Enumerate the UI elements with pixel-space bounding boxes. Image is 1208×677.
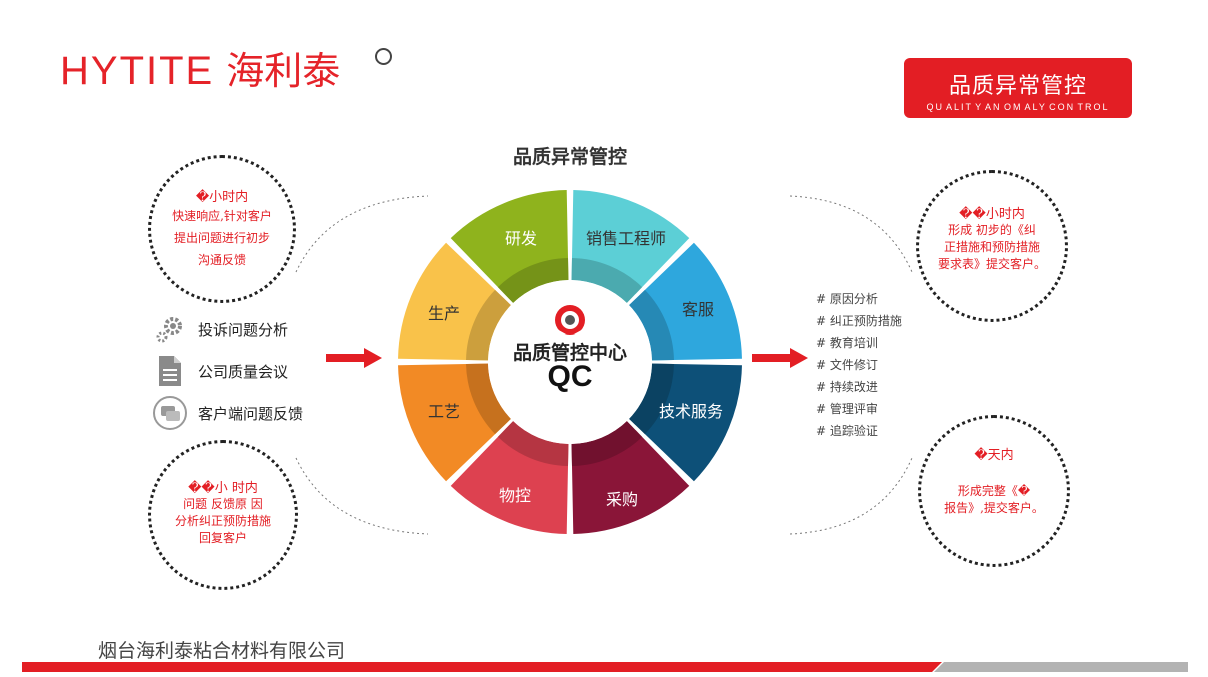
- center-code: QC: [547, 360, 593, 393]
- gears-icon: [152, 311, 188, 347]
- wheel-inner-band: [466, 289, 511, 361]
- arrow-right-icon: [752, 348, 808, 368]
- segment-label-process: 工艺: [427, 402, 461, 421]
- segment-label-tech-service: 技术服务: [658, 402, 724, 421]
- segment-label-material-control: 物控: [498, 486, 532, 505]
- input-sources: 投诉问题分析 公司质量会议 客户端问题反馈: [152, 308, 303, 434]
- left-bottom-note: ��小 时内 问题 反馈原 因 分析纠正预防措施 回复客户: [148, 440, 298, 590]
- logo-chinese-text: 海利泰: [226, 49, 341, 93]
- note-line: 分析纠正预防措施: [174, 514, 271, 528]
- chat-icon: [152, 395, 188, 431]
- right-top-note: ��小时内 形成 初步的《纠 正措施和预防措施 要求表》提交客户。: [916, 170, 1068, 322]
- note-line: 回复客户: [198, 531, 247, 545]
- note-line: 形成 初步的《纠: [948, 223, 1036, 237]
- footer-bar: [22, 662, 1188, 672]
- input-source-item: 公司质量会议: [152, 350, 303, 392]
- input-source-label: 公司质量会议: [198, 362, 289, 381]
- segment-label-purchasing: 采购: [605, 490, 639, 509]
- corrective-steps: # 原因分析 # 纠正预防措施 # 教育培训 # 文件修订 # 持续改进 # 管…: [816, 288, 902, 442]
- arrow-right-icon: [326, 348, 382, 368]
- step-item: # 纠正预防措施: [816, 314, 902, 328]
- note-line: 快速响应,针对客户: [172, 209, 272, 223]
- step-item: # 持续改进: [816, 380, 878, 394]
- quality-wheel: [398, 190, 742, 534]
- company-logo: HYTITE 海利泰: [60, 40, 340, 95]
- segment-label-production: 生产: [427, 304, 461, 323]
- logo-mark-icon: [375, 48, 392, 65]
- note-heading: �天内: [974, 448, 1014, 463]
- note-line: 提出问题进行初步: [173, 231, 270, 245]
- logo-latin-text: HYTITE: [60, 49, 215, 93]
- note-line: 正措施和预防措施: [943, 240, 1040, 254]
- note-line: 沟通反馈: [197, 253, 246, 267]
- wheel-inner-band: [497, 421, 569, 466]
- qc-target-icon: [555, 305, 585, 335]
- wheel-inner-band: [629, 289, 674, 361]
- note-heading: �小时内: [195, 190, 249, 205]
- segment-label-customer-service: 客服: [681, 300, 715, 319]
- segment-label-rd: 研发: [504, 229, 538, 248]
- wheel-inner-band: [571, 421, 643, 466]
- step-item: # 文件修订: [816, 358, 878, 372]
- wheel-inner-band: [466, 363, 511, 435]
- note-line: 报告》,提交客户。: [944, 501, 1044, 515]
- wheel-inner-band: [629, 363, 674, 435]
- section-banner: 品质异常管控 QU ALIT Y AN OM ALY CON TROL: [904, 58, 1132, 118]
- left-top-note: �小时内 快速响应,针对客户 提出问题进行初步 沟通反馈: [148, 155, 296, 303]
- center-name: 品质管控中心: [512, 342, 627, 364]
- segment-label-sales-engineer: 销售工程师: [585, 229, 667, 248]
- input-source-label: 客户端问题反馈: [198, 404, 304, 423]
- step-item: # 教育培训: [816, 336, 878, 350]
- input-source-item: 投诉问题分析: [152, 308, 303, 350]
- banner-subtitle: QU ALIT Y AN OM ALY CON TROL: [926, 102, 1110, 112]
- note-heading: ��小 时内: [188, 481, 258, 496]
- right-bottom-note: �天内 形成完整《� 报告》,提交客户。: [918, 415, 1070, 567]
- input-source-label: 投诉问题分析: [198, 320, 289, 339]
- note-line: 要求表》提交客户。: [937, 257, 1046, 271]
- note-heading: ��小时内: [959, 207, 1025, 222]
- input-source-item: 客户端问题反馈: [152, 392, 303, 434]
- step-item: # 原因分析: [816, 292, 878, 306]
- note-line: 形成完整《�: [957, 484, 1031, 498]
- wheel-inner-band: [571, 258, 643, 303]
- footer-company-name: 烟台海利泰粘合材料有限公司: [98, 640, 346, 662]
- diagram-title: 品质异常管控: [512, 146, 627, 168]
- step-item: # 管理评审: [816, 402, 878, 416]
- banner-title: 品质异常管控: [948, 74, 1087, 99]
- wheel-inner-band: [497, 258, 569, 303]
- step-item: # 追踪验证: [816, 424, 878, 438]
- document-icon: [152, 353, 188, 389]
- note-line: 问题 反馈原 因: [183, 497, 263, 511]
